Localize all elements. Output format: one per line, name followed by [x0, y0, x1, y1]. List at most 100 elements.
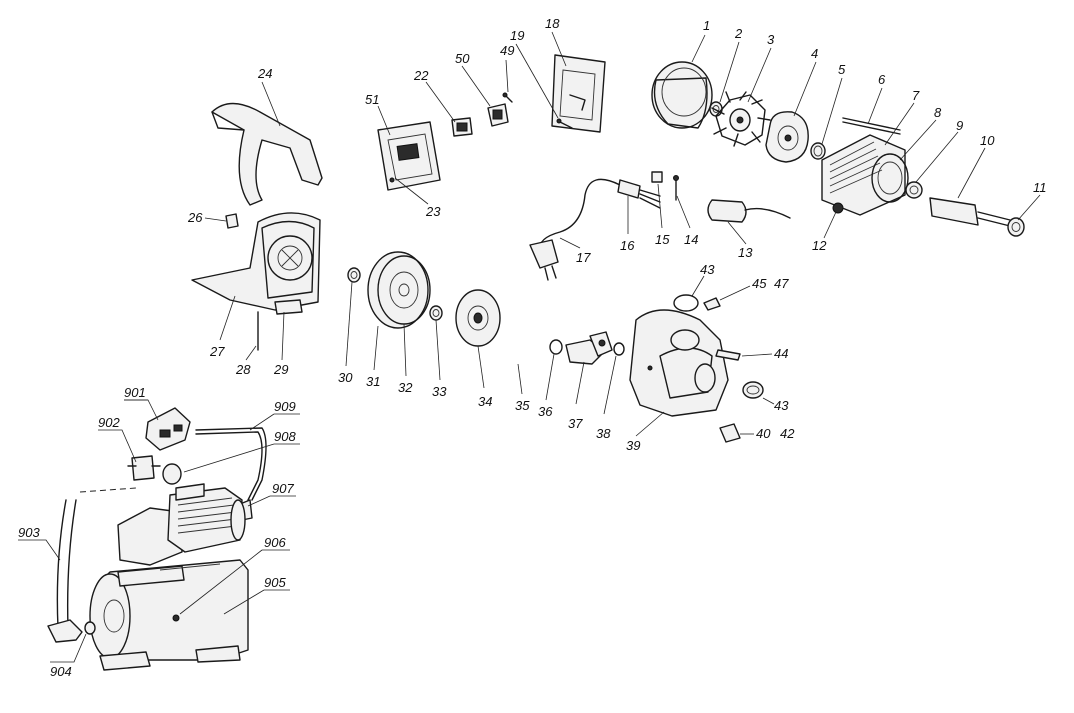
fan-impeller: [711, 91, 771, 147]
wave-washer: [810, 142, 826, 160]
label-15: 15: [655, 232, 670, 247]
label-47: 47: [774, 276, 789, 291]
label-49: 49: [500, 43, 514, 58]
label-43-top: 43: [700, 262, 715, 277]
label-28: 28: [235, 362, 251, 377]
label-19: 19: [510, 28, 524, 43]
label-45: 45: [752, 276, 767, 291]
drain-plug: [719, 423, 741, 443]
label-908: 908: [274, 429, 296, 444]
switch-box: [377, 121, 441, 191]
motor-shroud: [211, 102, 323, 206]
label-24: 24: [257, 66, 272, 81]
earth-screw: [673, 175, 679, 201]
label-40: 40: [756, 426, 771, 441]
label-17: 17: [576, 250, 591, 265]
priming-plug-oring: [673, 294, 699, 312]
label-7: 7: [912, 88, 920, 103]
impeller-seal: [429, 305, 443, 321]
label-4: 4: [811, 46, 818, 61]
label-901: 901: [124, 385, 146, 400]
label-43-bottom: 43: [774, 398, 789, 413]
switch-holder: [487, 103, 509, 127]
tie-rod: [842, 117, 901, 135]
label-23: 23: [425, 204, 441, 219]
pressure-tank: [89, 559, 249, 671]
label-39: 39: [626, 438, 640, 453]
rear-bearing-cover: [765, 111, 809, 163]
rotor-shaft: [929, 197, 1025, 237]
pump-housing: [629, 309, 729, 417]
seal-plate: [367, 251, 431, 329]
label-16: 16: [620, 238, 635, 253]
label-27: 27: [209, 344, 225, 359]
flexible-hose: [56, 487, 137, 629]
label-904: 904: [50, 664, 72, 679]
label-51: 51: [365, 92, 379, 107]
label-3: 3: [767, 32, 775, 47]
label-22: 22: [413, 68, 429, 83]
label-29: 29: [273, 362, 288, 377]
label-909: 909: [274, 399, 296, 414]
housing-bolt: [715, 349, 741, 361]
label-8: 8: [934, 105, 942, 120]
fan-washer: [709, 101, 723, 117]
shaft-seal-ring: [347, 267, 361, 283]
callouts: 1 2 3 4 5 6 7 8 9 10 11 12 13: [18, 16, 1047, 679]
outlet-oring: [742, 381, 764, 399]
pump-base-flange: [191, 212, 321, 311]
label-903: 903: [18, 525, 40, 540]
label-9: 9: [956, 118, 963, 133]
cable-gland: [617, 179, 661, 209]
terminal-connector: [651, 171, 663, 183]
label-902: 902: [98, 415, 120, 430]
rubber-foot: [274, 299, 303, 315]
front-bearing: [905, 181, 923, 199]
cover-screw: [556, 118, 573, 129]
label-31: 31: [366, 374, 380, 389]
cover-screw-2: [502, 92, 513, 103]
fan-cover: [651, 61, 713, 129]
label-13: 13: [738, 245, 753, 260]
label-30: 30: [338, 370, 353, 385]
power-cable-plug: [529, 178, 621, 281]
label-44: 44: [774, 346, 788, 361]
label-6: 6: [878, 72, 886, 87]
tank-connector-elbow: [47, 619, 96, 643]
label-50: 50: [455, 51, 470, 66]
stator-housing: [821, 134, 909, 216]
label-11: 11: [1033, 180, 1047, 195]
impeller: [455, 289, 501, 347]
label-906: 906: [264, 535, 286, 550]
drain-nut: [225, 213, 239, 229]
five-way-connector: [127, 455, 161, 481]
label-1: 1: [703, 18, 710, 33]
label-14: 14: [684, 232, 698, 247]
priming-plug: [703, 297, 721, 311]
label-34: 34: [478, 394, 492, 409]
label-12: 12: [812, 238, 827, 253]
terminal-nut: [832, 202, 844, 214]
diffuser-oring: [549, 339, 563, 355]
label-18: 18: [545, 16, 560, 31]
label-2: 2: [734, 26, 743, 41]
label-905: 905: [264, 575, 286, 590]
label-5: 5: [838, 62, 846, 77]
label-37: 37: [568, 416, 583, 431]
label-26: 26: [187, 210, 203, 225]
label-907: 907: [272, 481, 294, 496]
label-10: 10: [980, 133, 995, 148]
label-36: 36: [538, 404, 553, 419]
switch-box-cover: [551, 54, 606, 133]
label-33: 33: [432, 384, 447, 399]
capacitor: [707, 199, 791, 223]
venturi-tube: [565, 331, 613, 365]
label-42: 42: [780, 426, 795, 441]
pump-motor-assembly: [117, 483, 246, 566]
label-38: 38: [596, 426, 611, 441]
ejector-oring: [613, 342, 625, 356]
label-35: 35: [515, 398, 530, 413]
pressure-gauge: [162, 463, 182, 485]
